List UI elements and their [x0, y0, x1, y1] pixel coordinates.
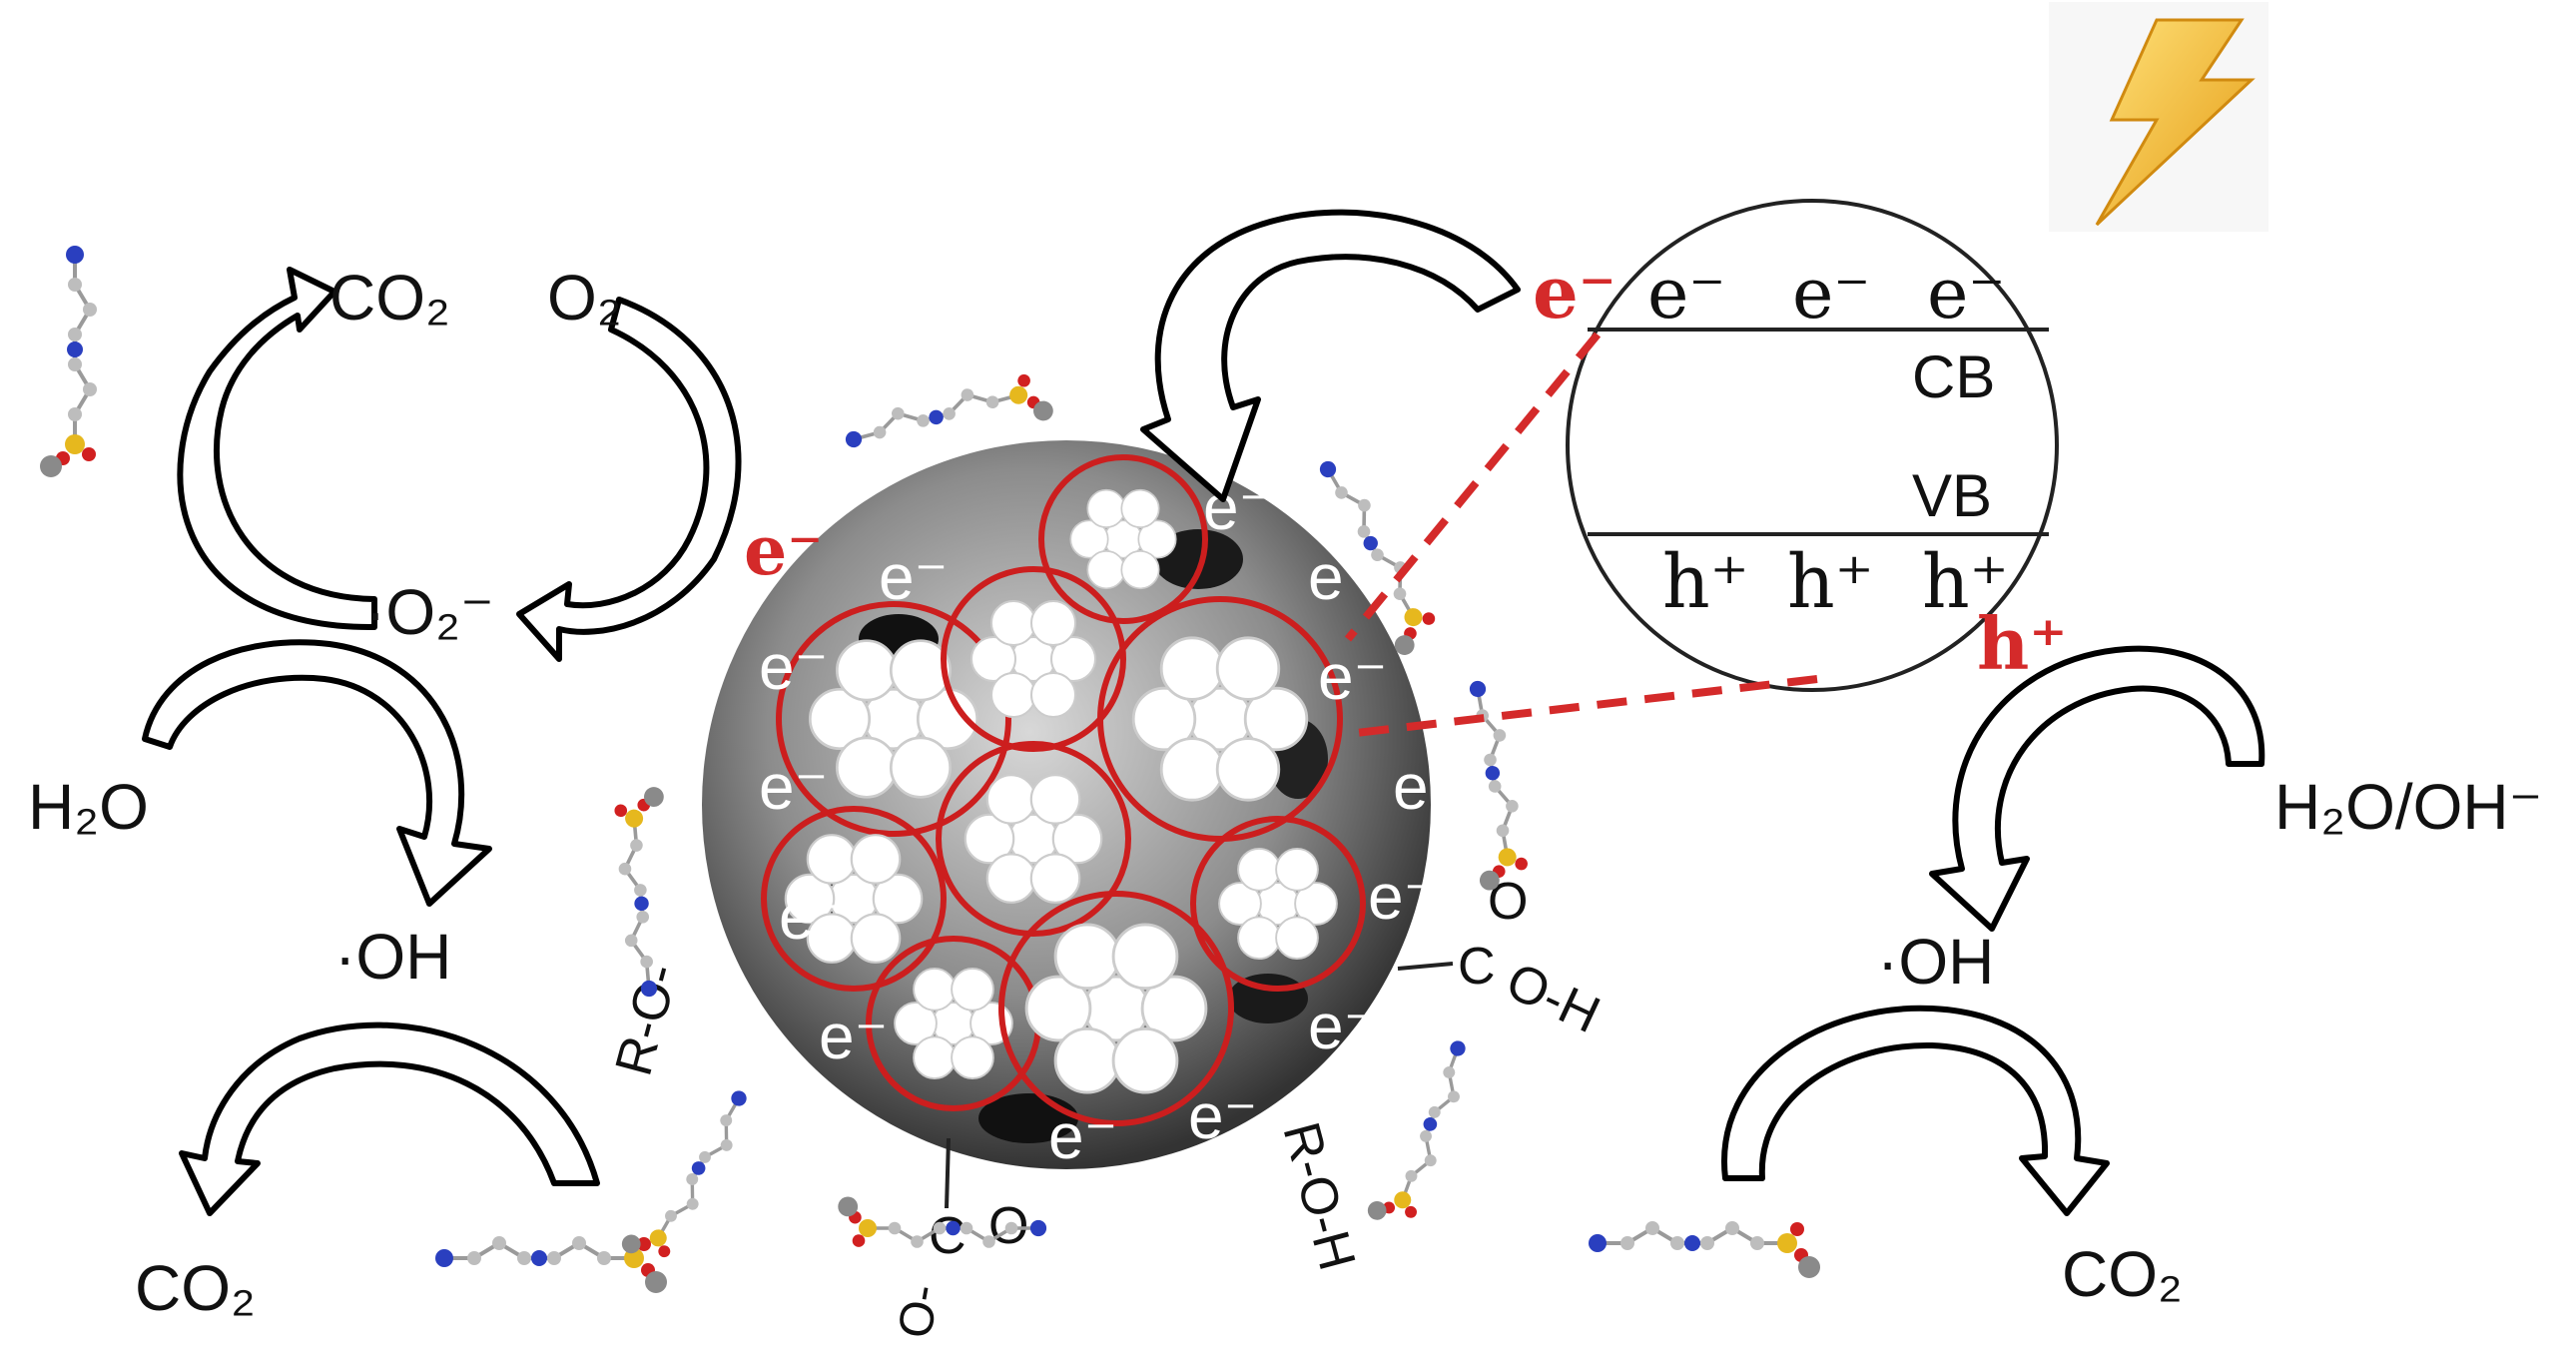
- cb-electron: e⁻: [1647, 253, 1725, 335]
- svg-text:O-: O-: [889, 1280, 950, 1342]
- dye-molecule-icon: [616, 1074, 761, 1274]
- fiber-bundle: [1038, 454, 1208, 624]
- fiber-bundle: [1190, 816, 1366, 992]
- cycle-arrow-o2: [516, 297, 742, 662]
- svg-text:R-O-H: R-O-H: [1271, 1116, 1366, 1276]
- electron-label: e⁻: [1368, 861, 1437, 933]
- cb-electron: e⁻: [1927, 253, 2005, 335]
- cycle-arrow-right-bottom: [1720, 1005, 2110, 1216]
- electron-label: e⁻: [1188, 1080, 1257, 1152]
- bottom-roh-group: R-O-H: [1271, 1116, 1366, 1276]
- catalyst-sphere: e⁻ e⁻ e⁻ e⁻ e⁻ e⁻ e⁻ e⁻ e⁻ e⁻ e⁻ e⁻ e⁻ e…: [605, 366, 1609, 1342]
- cb-electron: e⁻: [1792, 253, 1870, 335]
- dye-molecule-icon: [1363, 1028, 1480, 1235]
- electron-label: e⁻: [1308, 541, 1377, 613]
- fiber-bundle: [761, 806, 947, 992]
- dye-molecule-icon: [38, 244, 99, 479]
- electron-label: e⁻: [759, 751, 828, 823]
- fiber-bundle: [776, 601, 1011, 837]
- vb-hole: h⁺: [1662, 539, 1749, 625]
- cycle-arrow-bottom: [179, 1022, 600, 1216]
- electron-label: e⁻: [779, 881, 848, 953]
- electron-label: e⁻: [819, 1001, 888, 1072]
- dye-molecule-icon: [1587, 1219, 1822, 1280]
- excited-electron-label: e⁻: [1533, 250, 1616, 335]
- left-hydroxyl: ·OH: [334, 921, 451, 993]
- cycle-arrow-to-co2: [177, 267, 377, 631]
- vb-label: VB: [1912, 462, 1992, 529]
- vb-hole: h⁺: [1922, 539, 2009, 625]
- left-water: H₂O: [28, 771, 149, 843]
- electron-label: e⁻: [1318, 641, 1387, 713]
- lightning-icon: [2049, 2, 2268, 232]
- right-reactant: H₂O/OH⁻: [2274, 771, 2542, 843]
- svg-text:O-H: O-H: [1498, 952, 1609, 1044]
- electron-transfer-arrow: [1140, 209, 1521, 502]
- electron-label: e⁻: [759, 631, 828, 703]
- left-o2: O₂: [547, 262, 622, 334]
- dye-molecule-icon: [609, 784, 683, 1001]
- cycle-arrow-h2o-right: [1929, 645, 2265, 932]
- right-carboxyl-group: C O O-H: [1397, 873, 1609, 1044]
- electron-label: e⁻: [1393, 751, 1462, 823]
- left-cycle: CO₂ O₂ ·O₂⁻ H₂O ·OH CO₂: [28, 244, 742, 1324]
- svg-text:C: C: [929, 1207, 966, 1265]
- band-diagram: CB VB e⁻ e⁻ e⁻ h⁺ h⁺ h⁺: [1566, 199, 2059, 692]
- bottom-carboxyl-group: C O O-: [889, 1137, 1028, 1342]
- electron-label: e⁻: [1308, 991, 1377, 1062]
- electron-label: e⁻: [1048, 1100, 1117, 1172]
- right-cycle: H₂O/OH⁻ ·OH CO₂: [1587, 645, 2542, 1310]
- vb-hole: h⁺: [1787, 539, 1874, 625]
- right-hydroxyl: ·OH: [1877, 926, 1994, 998]
- side-electron-label: e⁻: [744, 511, 823, 591]
- cycle-arrow-h2o: [142, 639, 492, 907]
- right-co2: CO₂: [2062, 1238, 2183, 1310]
- fiber-bundle: [936, 741, 1131, 937]
- svg-text:C: C: [1458, 938, 1496, 996]
- fiber-bundle: [941, 566, 1126, 752]
- projection-line-bottom: [1347, 675, 1818, 738]
- electron-label: e⁻: [879, 541, 948, 613]
- projection-line-top: [1344, 332, 1602, 642]
- cb-label: CB: [1912, 343, 1995, 410]
- left-superoxide: ·O₂⁻: [364, 576, 494, 648]
- left-co2-bottom: CO₂: [135, 1252, 256, 1324]
- fiber-bundle: [998, 891, 1234, 1126]
- left-co2-top: CO₂: [329, 262, 450, 334]
